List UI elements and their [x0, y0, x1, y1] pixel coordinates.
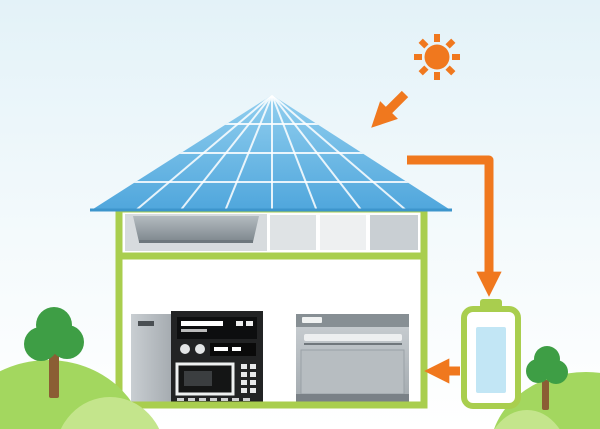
- solar-panel-roof: [90, 95, 452, 212]
- tree-foliage: [534, 346, 560, 372]
- sub-display-line: [232, 347, 241, 351]
- dishwasher: [296, 314, 409, 402]
- sunlight-arrow: [371, 90, 409, 128]
- house: [115, 205, 428, 409]
- tree-trunk: [49, 352, 59, 398]
- battery-cell: [476, 327, 506, 393]
- storage-battery: [461, 299, 521, 409]
- bush-left-front: [60, 397, 160, 429]
- dishwasher-display: [302, 317, 322, 323]
- tree-right: [526, 346, 568, 410]
- sun-icon: [414, 34, 460, 80]
- roof-to-battery-arrow: [407, 155, 502, 297]
- sub-display-line: [214, 347, 228, 351]
- sun-disc: [424, 44, 450, 70]
- dishwasher-door: [300, 349, 405, 395]
- vent-dashes: [177, 398, 250, 401]
- cabinet-panel: [131, 314, 171, 403]
- knob: [180, 344, 190, 354]
- cabinet-handle: [138, 321, 154, 326]
- display-line: [181, 329, 207, 332]
- button-grid: [241, 364, 256, 393]
- energy-flow-arrows: [371, 90, 502, 384]
- tree-foliage: [36, 307, 72, 343]
- window-pane: [320, 215, 366, 250]
- display-line: [181, 321, 223, 326]
- awning-edge: [139, 240, 253, 243]
- tree-trunk: [542, 380, 549, 410]
- dishwasher-control-strip: [296, 314, 409, 327]
- sun-rays: [414, 34, 460, 80]
- dishwasher-kickplate: [296, 394, 409, 402]
- dishwasher-handle: [304, 334, 402, 341]
- display-panel: [177, 317, 257, 339]
- window-pane: [370, 215, 418, 250]
- knob: [195, 344, 205, 354]
- display-dot: [246, 321, 253, 326]
- bush-right-front: [494, 410, 560, 429]
- window-pane: [270, 215, 316, 250]
- oven-av-unit: [171, 311, 263, 403]
- tree-left: [24, 307, 84, 398]
- display-dot: [236, 321, 243, 326]
- window-awning: [133, 216, 259, 242]
- upper-floor-windows: [125, 214, 418, 251]
- cabinet-door: [131, 314, 171, 403]
- microwave-glass: [184, 371, 212, 386]
- handle-groove: [304, 343, 402, 345]
